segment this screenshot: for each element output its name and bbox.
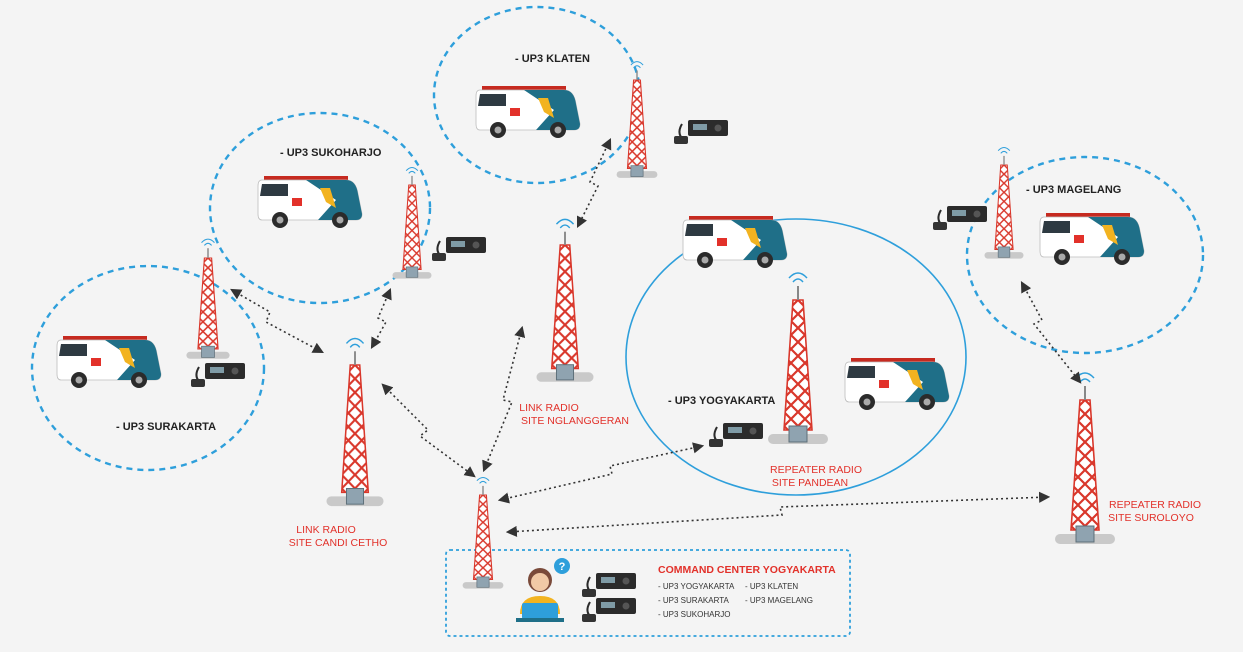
site-nglanggeran-line1: LINK RADIO — [519, 402, 579, 414]
tower-pandean — [767, 272, 829, 445]
tower-suroloyo — [1054, 372, 1116, 545]
zone-label-yogyakarta: - UP3 YOGYAKARTA — [668, 395, 775, 407]
tower-klaten — [615, 60, 659, 179]
radio-magelang — [932, 205, 988, 231]
site-candi-cetho-line1: LINK RADIO — [296, 524, 356, 536]
zone-sukoharjo-circle — [208, 111, 432, 305]
site-suroloyo-line1: REPEATER RADIO — [1109, 499, 1201, 511]
svg-text:?: ? — [559, 561, 566, 573]
zone-label-klaten: - UP3 KLATEN — [515, 53, 590, 65]
tower-candi-cetho — [325, 337, 385, 508]
command-center-box — [445, 549, 851, 637]
van-klaten — [475, 85, 581, 139]
link-nglanggeran-command — [482, 325, 526, 473]
van-surakarta — [56, 335, 162, 389]
radio-klaten — [673, 119, 729, 145]
zone-label-sukoharjo: - UP3 SUKOHARJO — [280, 147, 382, 159]
radio-command-center-1 — [581, 572, 637, 598]
zone-magelang-circle — [965, 155, 1205, 355]
cc-unit-yogyakarta: - UP3 YOGYAKARTA — [658, 582, 735, 591]
operator-avatar — [516, 568, 564, 622]
link-cetho-command — [381, 383, 476, 478]
command-center-title: COMMAND CENTER YOGYAKARTA — [658, 564, 836, 576]
van-yogyakarta-2 — [844, 357, 950, 411]
van-sukoharjo — [257, 175, 363, 229]
site-candi-cetho-line2: SITE CANDI CETHO — [289, 537, 388, 549]
radio-command-center-2 — [581, 597, 637, 623]
site-nglanggeran-line2: SITE NGLANGGERAN — [521, 415, 629, 427]
zone-label-surakarta: - UP3 SURAKARTA — [116, 421, 216, 433]
radio-surakarta — [190, 362, 246, 388]
link-sukoharjo-cetho — [370, 287, 392, 349]
radio-yogyakarta — [708, 422, 764, 448]
van-magelang — [1039, 212, 1145, 266]
tower-nglanggeran — [535, 218, 595, 383]
tower-command-center — [461, 476, 505, 590]
zone-label-magelang: - UP3 MAGELANG — [1026, 184, 1121, 196]
radio-sukoharjo — [431, 236, 487, 262]
link-suroloyo-command — [505, 491, 1051, 538]
tower-magelang — [983, 146, 1025, 260]
van-yogyakarta-1 — [682, 215, 788, 269]
cc-unit-sukoharjo: - UP3 SUKOHARJO — [658, 610, 730, 619]
site-suroloyo-line2: SITE SUROLOYO — [1108, 512, 1194, 524]
link-pandean-command — [497, 442, 705, 504]
link-klaten-nglanggeran — [576, 137, 612, 229]
site-pandean-line1: REPEATER RADIO — [770, 464, 862, 476]
cc-unit-klaten: - UP3 KLATEN — [745, 582, 798, 591]
cc-unit-surakarta: - UP3 SURAKARTA — [658, 596, 729, 605]
cc-unit-magelang: - UP3 MAGELANG — [745, 596, 813, 605]
tower-surakarta — [185, 238, 231, 360]
link-magelang-suroloyo — [1020, 281, 1082, 384]
zone-surakarta-circle — [30, 264, 266, 472]
link-surakarta-cetho — [230, 288, 324, 354]
site-pandean-line2: SITE PANDEAN — [772, 477, 848, 489]
question-icon: ? — [554, 558, 570, 574]
